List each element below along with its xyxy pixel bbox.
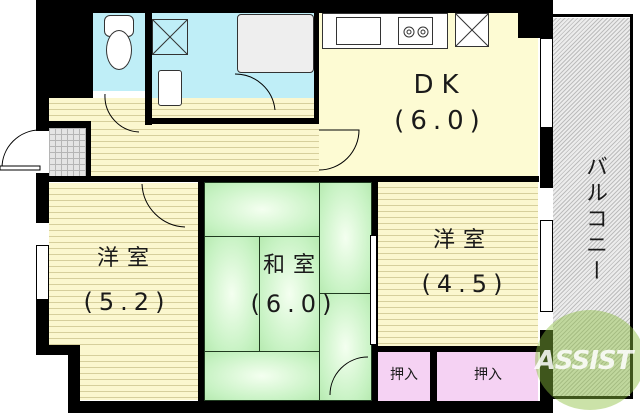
balcony-floor [553, 18, 633, 398]
wall-top [36, 0, 553, 13]
wall-step [36, 345, 80, 355]
window-western2 [540, 220, 553, 312]
toilet-door-icon [104, 93, 140, 133]
wall-bottom [68, 401, 553, 413]
washbasin-icon [158, 70, 182, 106]
entrance-door-icon [0, 129, 41, 171]
western2-room-size: (4.5) [421, 270, 509, 298]
bathtub-icon [237, 14, 314, 73]
western1-room-size: (5.2) [83, 288, 171, 316]
wall-closet-top [372, 346, 540, 352]
kitchen-sink-icon [336, 17, 381, 45]
wall-western1-right [198, 176, 204, 401]
wall-hall-bottom [36, 176, 539, 182]
western1-door-icon [141, 183, 186, 228]
wall-toilet-left [49, 13, 93, 98]
wall-right-lower [540, 330, 553, 413]
wall-bath-dk [314, 13, 319, 121]
western2-room-name: 洋室 [432, 228, 493, 253]
wall-left-bottom [68, 345, 80, 413]
wall-right-top [518, 0, 553, 38]
dk-room-name: DK [413, 70, 467, 100]
tatami-mat [204, 182, 320, 237]
gas-stove-icon [398, 17, 433, 45]
window-western1 [36, 245, 49, 300]
wall-toilet-right [145, 13, 152, 125]
tatami-mat [319, 293, 372, 401]
hallway-floor-lower [90, 124, 319, 176]
wall-left-mid [36, 173, 49, 223]
closet-1-label: 押入 [390, 367, 418, 383]
wall-bath-bottom [145, 118, 319, 124]
dk-room-size: (6.0) [394, 106, 486, 136]
closet-2-label: 押入 [474, 367, 502, 383]
washing-machine-icon [152, 19, 188, 55]
window-dk [540, 38, 553, 128]
closet-1-floor [378, 352, 430, 402]
entrance-genkan [49, 128, 86, 176]
western1-room-name: 洋室 [96, 246, 157, 271]
closet-2-floor [437, 352, 538, 402]
tatami-mat [319, 182, 372, 294]
wall-genkan-right [86, 121, 91, 176]
wall-genkan-top [49, 121, 91, 128]
balcony-label: バルコニー [582, 155, 607, 285]
assist-watermark-logo [535, 310, 640, 410]
wall-left-lower [36, 300, 49, 350]
window-japanese [370, 235, 377, 345]
wall-right-dk [540, 128, 553, 188]
japanese-door-icon [329, 356, 369, 396]
refrigerator-space-icon [455, 13, 489, 47]
tatami-mat [204, 351, 320, 401]
japanese-room-name: 和室 [262, 253, 323, 278]
bath-door-icon [234, 73, 276, 111]
japanese-room-size: (6.0) [250, 290, 338, 318]
assist-watermark-text: ASSIST [535, 346, 634, 376]
western-room-2-floor [378, 182, 538, 347]
western-room-1-floor-lower [80, 350, 199, 400]
dk-door-icon [319, 129, 360, 171]
wall-left-upper [36, 0, 49, 131]
western-room-1-floor [49, 183, 199, 353]
wall-closet-divider [430, 346, 437, 402]
balcony-rail [553, 14, 633, 399]
toilet-bowl-icon [106, 30, 132, 70]
